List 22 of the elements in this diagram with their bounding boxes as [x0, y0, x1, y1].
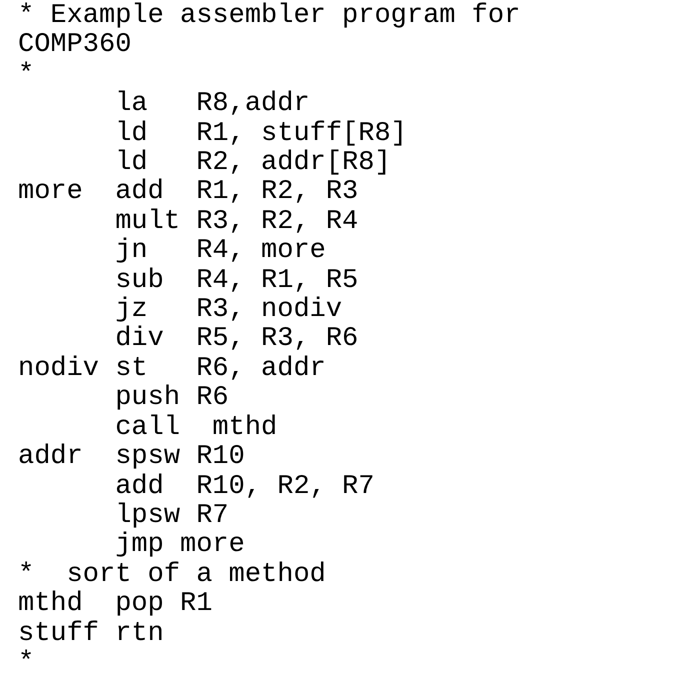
code-line: *: [18, 60, 36, 90]
code-line: push R6: [114, 384, 230, 414]
code-line: stuff rtn: [18, 620, 165, 649]
code-line: ld R2, addr[R8]: [114, 149, 392, 178]
code-line: * sort of a method: [18, 560, 327, 590]
code-line: add R10, R2, R7: [114, 472, 376, 502]
code-line: addr spsw R10: [18, 443, 246, 472]
code-line: ld R1, stuff[R8]: [114, 120, 408, 150]
code-line: sub R4, R1, R5: [114, 266, 360, 296]
code-line: more add R1, R2, R3: [18, 178, 360, 208]
code-line: call mthd: [114, 414, 278, 444]
code-line: mult R3, R2, R4: [114, 208, 360, 238]
code-line: mthd pop R1: [18, 590, 214, 620]
code-line: div R5, R3, R6: [114, 325, 360, 355]
code-line: jn R4, more: [114, 237, 327, 267]
code-line: * Example assembler program for COMP360: [18, 2, 522, 61]
code-line: *: [18, 648, 36, 678]
code-line: jz R3, nodiv: [114, 296, 344, 326]
code-line: la R8,addr: [114, 90, 311, 120]
code-line: jmp more: [114, 531, 246, 561]
code-line: nodiv st R6, addr: [18, 354, 327, 384]
code-line: lpsw R7: [114, 502, 230, 532]
